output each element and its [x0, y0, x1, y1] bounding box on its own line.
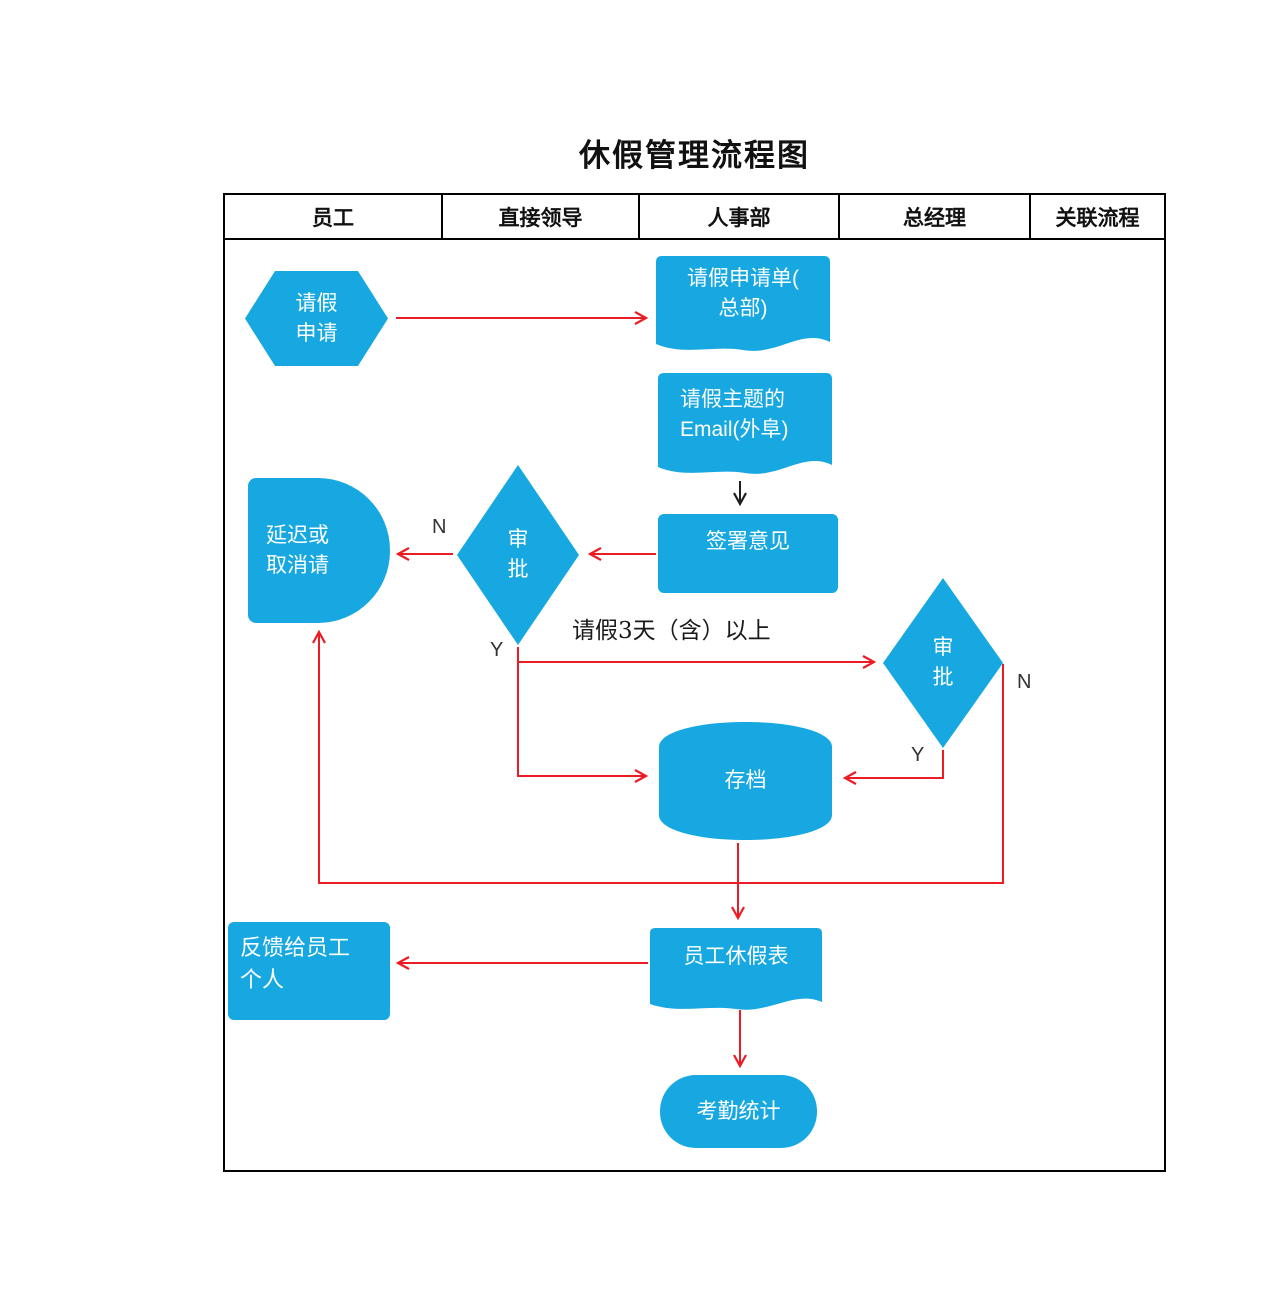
lane-direct-leader: 直接领导 [443, 195, 640, 238]
label-n-gm: N [1017, 671, 1032, 693]
node-email-label: 请假主题的 Email(外阜) [680, 388, 789, 441]
lane-general-manager: 总经理 [840, 195, 1031, 238]
label-condition: 请假3天（含）以上 [572, 618, 771, 644]
node-attendance: 考勤统计 [660, 1075, 817, 1148]
node-feedback: 反馈给员工 个人 [228, 922, 390, 1020]
node-sign-opinion: 签署意见 [658, 514, 838, 593]
drum-shape [659, 722, 832, 840]
node-email: 请假主题的 Email(外阜) [658, 373, 832, 485]
node-leave-sheet: 员工休假表 [650, 928, 822, 1020]
label-y-leader: Y [490, 639, 504, 661]
document-shape [658, 373, 832, 474]
lane-employee: 员工 [225, 195, 443, 238]
page-title: 休假管理流程图 [579, 138, 810, 173]
label-n-leader: N [432, 516, 447, 538]
node-form-hq: 请假申请单( 总部) [656, 256, 830, 362]
lane-related-process: 关联流程 [1055, 206, 1140, 230]
lane-hr-dept: 人事部 [640, 195, 840, 238]
swimlane-frame: 员工 直接领导 人事部 总经理 关联流程 [223, 193, 1166, 1172]
node-archive-label: 存档 [724, 769, 767, 792]
lane-header-row: 员工 直接领导 人事部 总经理 关联流程 [225, 195, 1164, 240]
label-y-gm: Y [911, 744, 925, 766]
node-delay-cancel: 延迟或 取消请 [248, 478, 390, 623]
node-archive: 存档 [655, 719, 836, 843]
document-shape [650, 928, 822, 1010]
document-shape [656, 256, 830, 351]
node-leave-request: 请假 申请 [245, 271, 388, 366]
node-form-hq-label: 请假申请单( 总部) [687, 267, 799, 320]
node-leave-sheet-label: 员工休假表 [683, 945, 789, 968]
